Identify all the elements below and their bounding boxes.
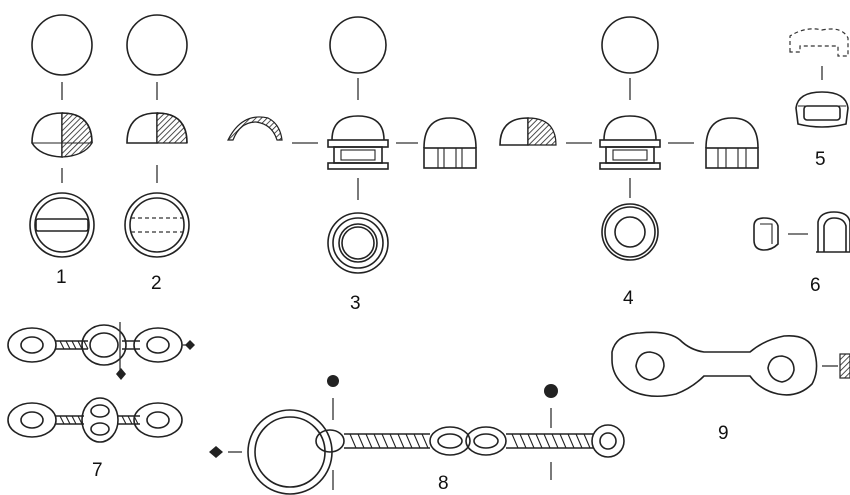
object-5-front-view (795, 91, 849, 128)
object-8-drawing (209, 375, 625, 495)
object-8-bar (315, 424, 625, 458)
figure-label-6: 6 (810, 275, 821, 296)
object-5-reconstructed-top (789, 28, 849, 57)
object-1-top-view (31, 14, 93, 76)
object-4-section-view (499, 117, 557, 146)
object-2-side-view (126, 112, 188, 144)
figure-label-5: 5 (815, 149, 826, 170)
object-3-bottom-view (327, 212, 389, 274)
object-2-bottom-view (124, 192, 190, 258)
object-4-side-view (705, 117, 759, 169)
object-4-bottom-view (601, 203, 659, 261)
object-7-drawing (7, 322, 195, 443)
object-3-section-profile (227, 116, 283, 141)
object-4-front-view (599, 115, 661, 170)
object-1-bottom-view (29, 192, 95, 258)
object-6-side-view (753, 217, 779, 251)
object-1-side-view (31, 112, 93, 158)
object-3-drawing (227, 16, 477, 274)
object-3-front-view (327, 115, 389, 170)
object-8-section-dot-left (327, 375, 339, 387)
object-1-drawing (29, 14, 95, 258)
object-9-drawing (611, 331, 850, 398)
object-8-large-ring (247, 409, 333, 495)
object-3-side-view (423, 117, 477, 169)
figure-label-8: 8 (438, 473, 449, 494)
object-4-top-view (601, 16, 659, 74)
object-8-section-dot-right (544, 384, 558, 398)
figure-label-7: 7 (92, 460, 103, 481)
object-4-drawing (499, 16, 759, 261)
object-7-lower-view (7, 397, 183, 443)
figure-label-3: 3 (350, 293, 361, 314)
object-8-section-diamond (209, 446, 223, 458)
object-9-outline (611, 331, 818, 398)
object-2-top-view (126, 14, 188, 76)
figure-label-9: 9 (718, 423, 729, 444)
figure-label-2: 2 (151, 273, 162, 294)
figure-label-1: 1 (56, 267, 67, 288)
object-3-top-view (329, 16, 387, 74)
object-5-drawing (789, 28, 849, 128)
object-6-front-view (816, 211, 850, 253)
object-7-upper-view (7, 322, 195, 380)
figure-label-4: 4 (623, 288, 634, 309)
object-9-section (839, 353, 850, 379)
object-2-drawing (124, 14, 190, 258)
object-6-drawing (753, 211, 850, 253)
